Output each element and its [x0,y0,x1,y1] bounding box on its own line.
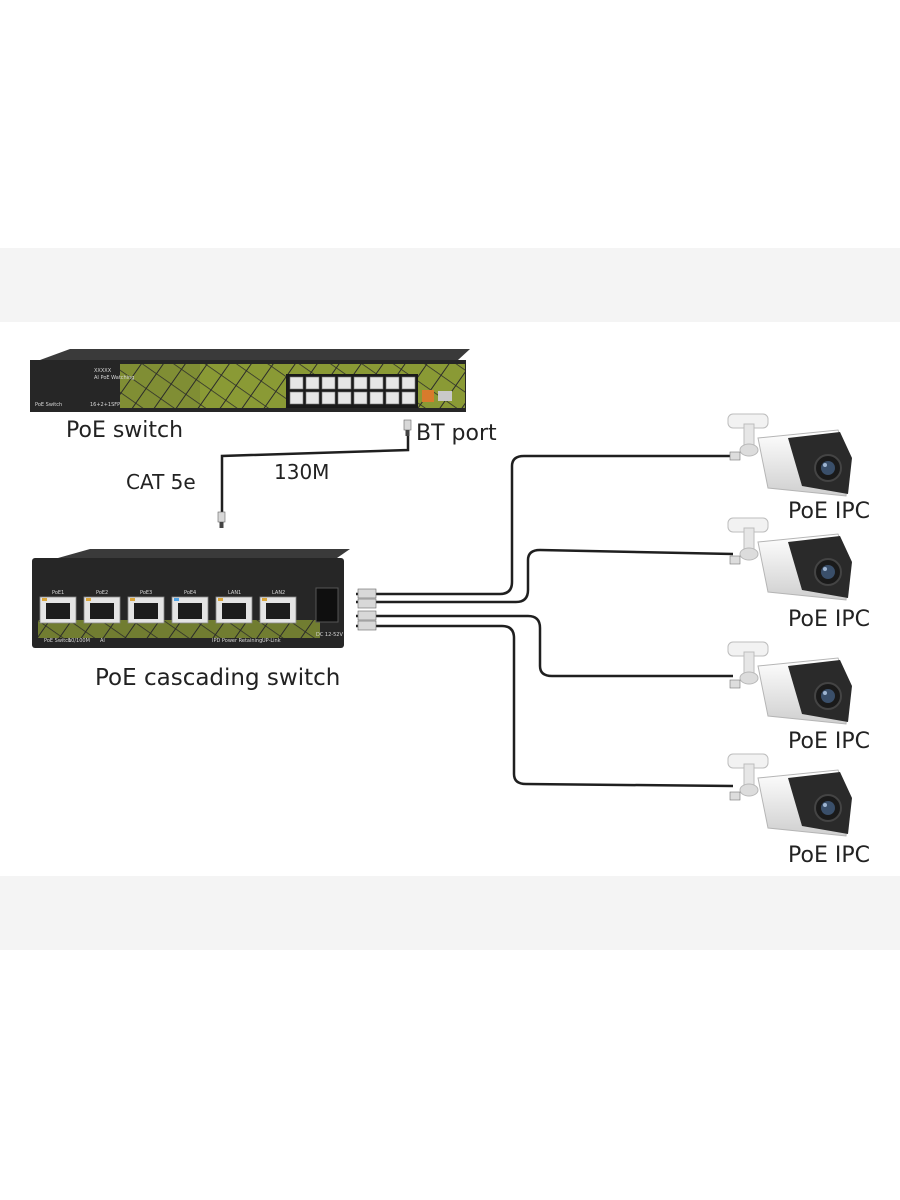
camera-2-label: PoE IPC [788,607,870,632]
cable-group [220,436,734,788]
cascading-switch-device: PoE1 PoE2 PoE3 PoE4 LAN1 LAN2 PoE Switch10/10… [32,549,350,648]
switch-rj45-port [385,376,400,390]
switch-port-block [286,374,418,408]
cascading-port: LAN2 [259,590,297,624]
cascading-port-block: PoE1 PoE2 PoE3 PoE4 LAN1 LAN2 [39,590,297,624]
camera-cable-3 [356,614,733,678]
background-band-top [0,248,900,322]
cascading-bottom-label: AI [100,638,105,644]
switch-brand: XXXXX [94,368,112,374]
switch-rj45-port [401,391,416,405]
distance-label: 130M [274,460,329,484]
uplink-cable [220,436,410,512]
switch-rj45-port [337,391,352,405]
cascading-bottom-label: IPD Power Retaining [212,638,262,644]
switch-sub-label: 16+2+1SFP [90,402,120,408]
switch-rj45-port [353,391,368,405]
switch-rj45-port [321,391,336,405]
switch-rj45-port [353,376,368,390]
switch-rj45-port [337,376,352,390]
switch-rj45-port [305,376,320,390]
camera-cable-4 [356,624,734,788]
cascading-bottom-label: PoE Switch [44,638,71,644]
switch-rj45-port [321,376,336,390]
bt-port-connector [403,419,412,437]
switch-rj45-port [289,376,304,390]
cascading-top-face [58,549,350,558]
switch-rj45-port [305,391,320,405]
bt-port-label: BT port [416,421,497,446]
sfp-port [438,391,452,401]
cable-type-label: CAT 5e [126,470,196,494]
cascading-output-connectors [357,588,377,631]
cascading-port-label: PoE4 [184,590,196,596]
camera-2 [727,517,853,601]
camera-4 [727,753,853,837]
cascading-port: PoE3 [127,590,165,624]
switch-top-face [40,349,470,360]
bt-port-highlight [422,390,434,402]
cascading-port-label: PoE3 [140,590,152,596]
camera-3 [727,641,853,725]
cascading-port: PoE4 [171,590,209,624]
poe-switch-device: XXXXX AI PoE Watching PoE Switch 16+2+1S… [30,349,470,412]
cascading-port: PoE2 [83,590,121,624]
camera-1-label: PoE IPC [788,499,870,524]
switch-corner-label: PoE Switch [35,402,62,408]
cascading-port: LAN1 [215,590,253,624]
cascading-port: PoE1 [39,590,77,624]
cascading-port-label: PoE2 [96,590,108,596]
switch-rj45-port [289,391,304,405]
switch-rj45-port [369,376,384,390]
cascading-port-label: LAN1 [228,590,241,596]
camera-cable-2 [356,548,734,604]
camera-3-label: PoE IPC [788,729,870,754]
cascading-bottom-label: DC 12-52V [316,632,343,638]
camera-4-label: PoE IPC [788,843,870,868]
cascading-bottom-label: UP-Link [262,638,281,644]
camera-1 [727,413,853,497]
background-band-bottom [0,876,900,950]
switch-rj45-port [369,391,384,405]
switch-rj45-port [401,376,416,390]
uplink-connector [217,511,226,529]
cascading-port-label: LAN2 [272,590,285,596]
camera-cable-1 [356,454,733,596]
cascading-switch-label: PoE cascading switch [95,665,340,691]
switch-model: AI PoE Watching [94,375,134,381]
cascading-port-label: PoE1 [52,590,64,596]
cascading-bottom-label: 10/100M [68,638,90,644]
poe-switch-label: PoE switch [66,418,183,443]
dc-power-jack [315,587,339,623]
switch-rj45-port [385,391,400,405]
